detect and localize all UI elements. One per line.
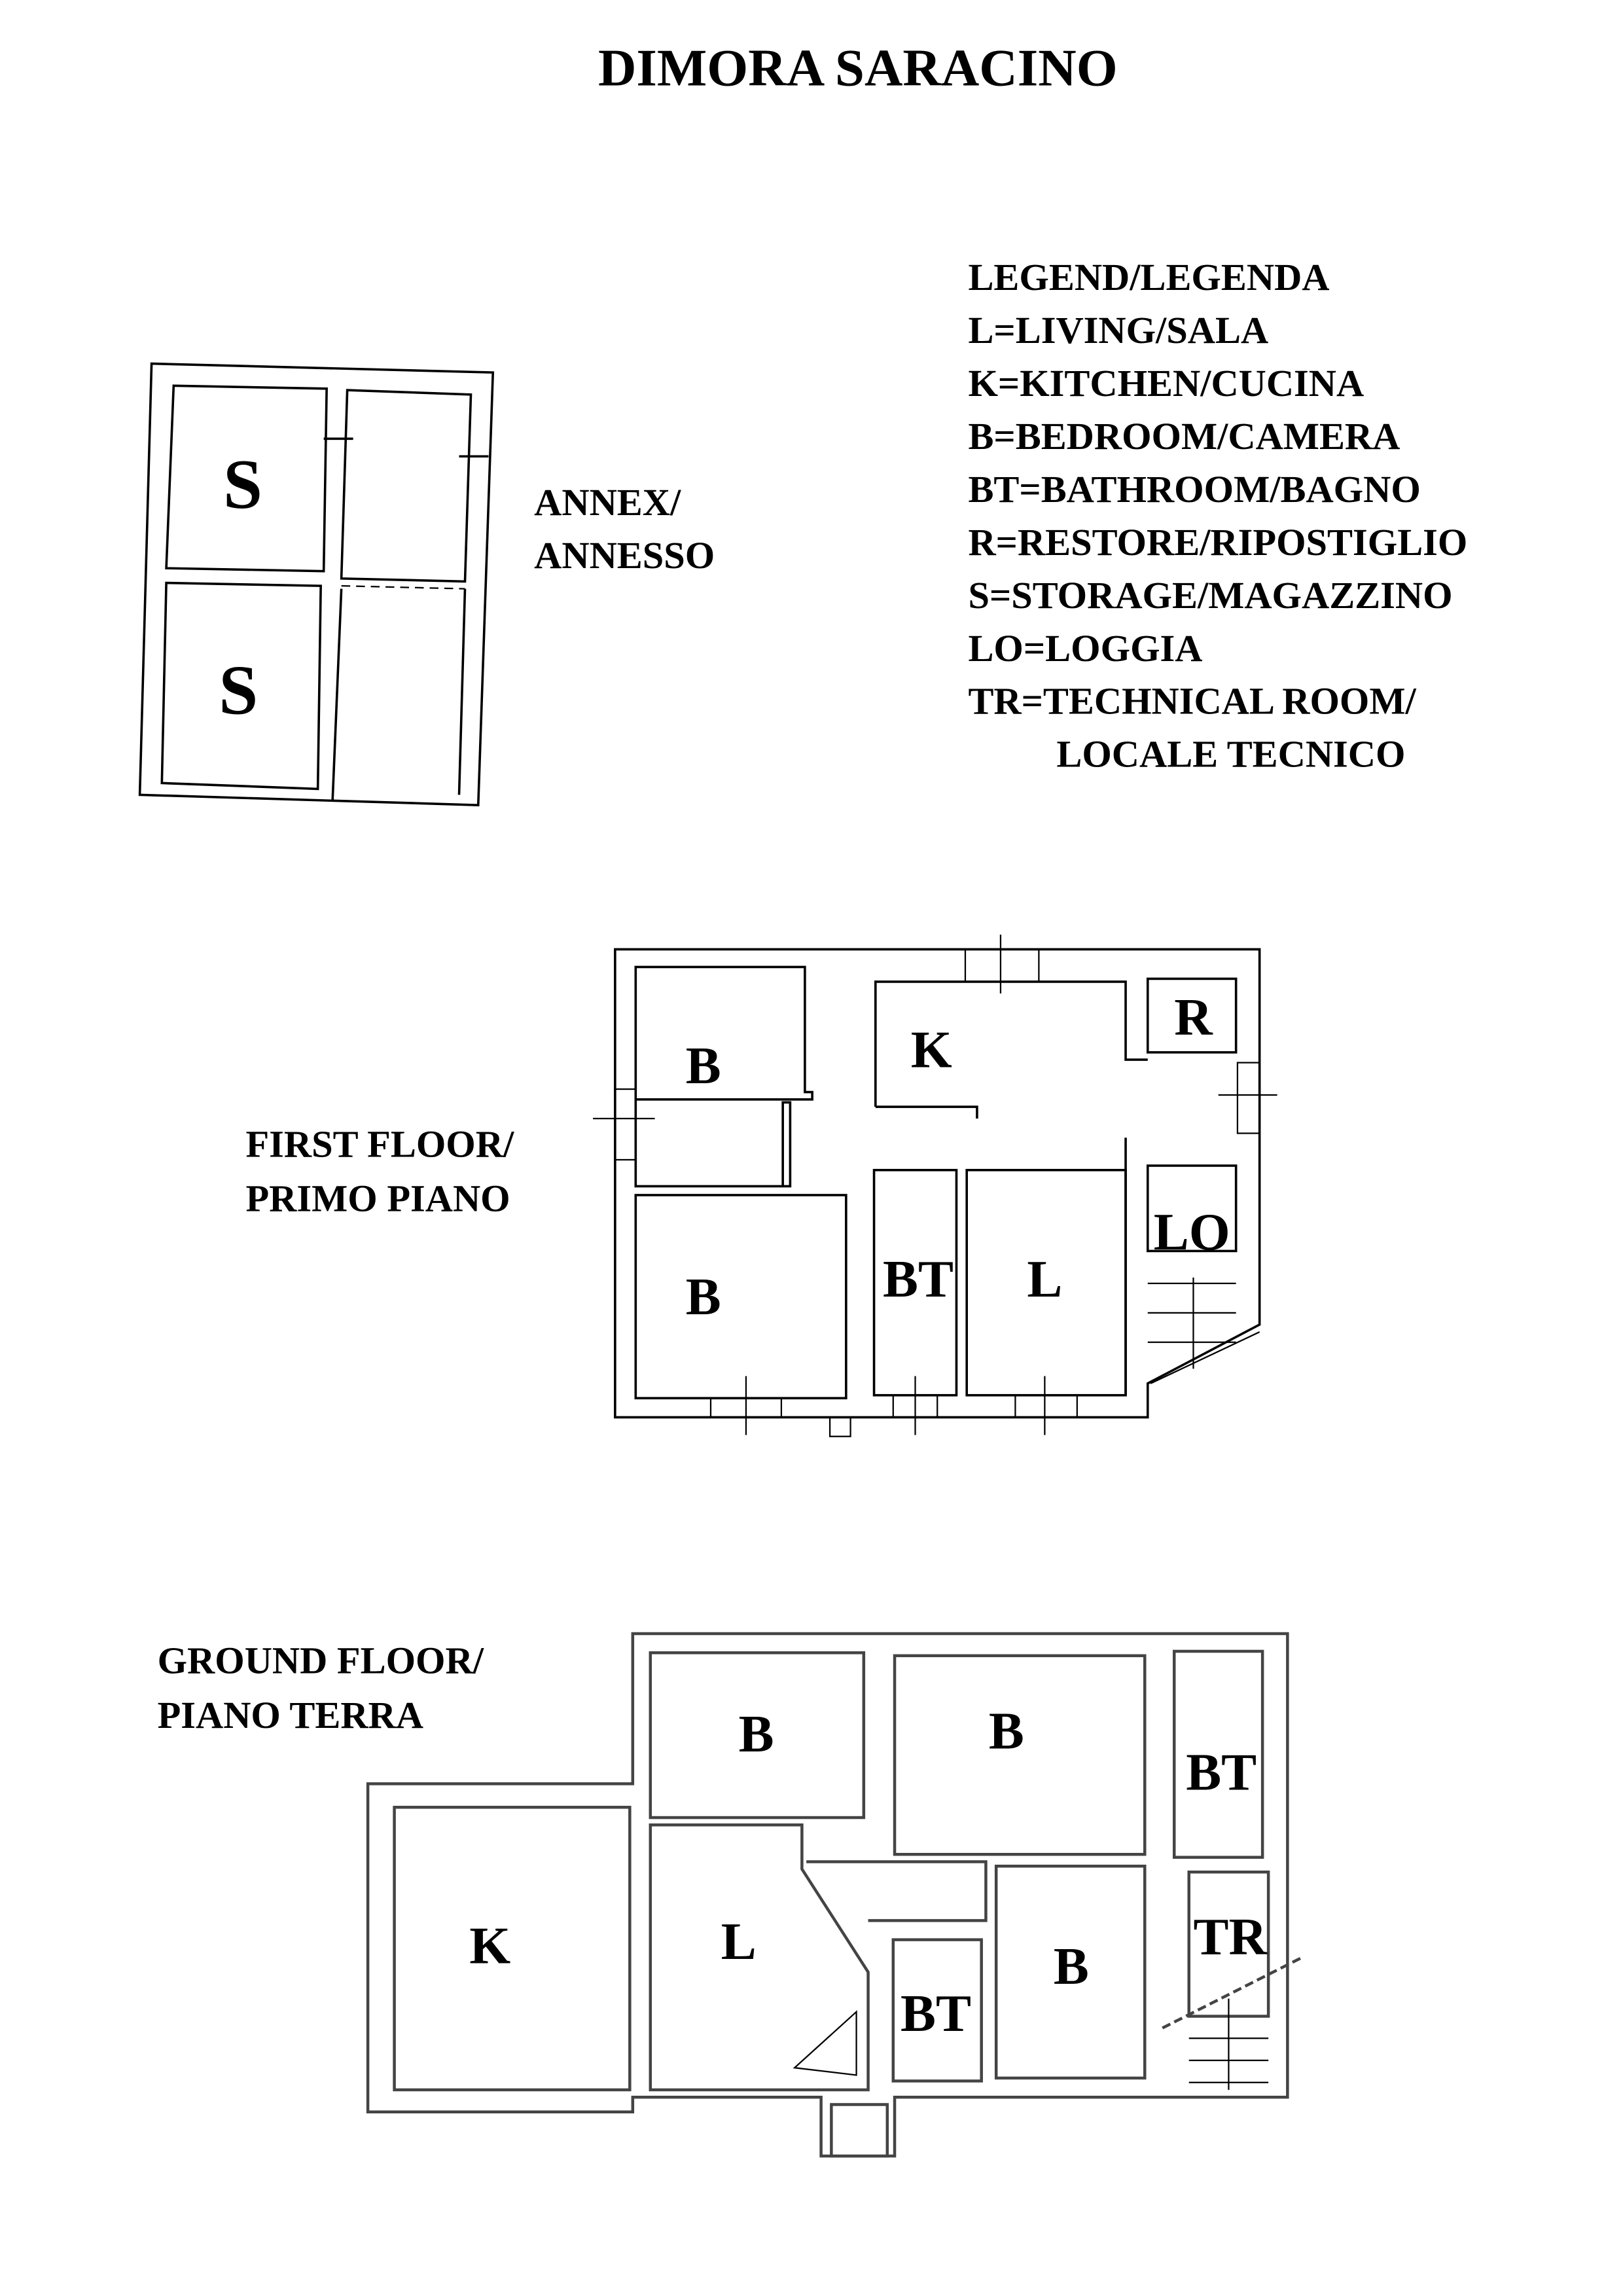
room-label: LO — [1154, 1202, 1230, 1261]
room-label: B — [739, 1704, 774, 1763]
stairs — [1162, 1956, 1303, 2090]
room-label: B — [989, 1701, 1024, 1760]
first-floor-label: FIRST FLOOR/ — [245, 1122, 514, 1165]
room-label: K — [469, 1916, 510, 1975]
room-label: L — [721, 1912, 757, 1971]
room-label: BT — [901, 1984, 971, 2043]
legend-item: BT=BATHROOM/BAGNO — [968, 468, 1420, 511]
room-label: B — [686, 1036, 721, 1095]
legend-item: TR=TECHNICAL ROOM/ — [968, 680, 1416, 723]
legend-item: R=RESTORE/RIPOSTIGLIO — [968, 521, 1467, 564]
room-label: TR — [1193, 1907, 1268, 1966]
legend-item: LOCALE TECNICO — [1056, 733, 1405, 776]
legend-item: S=STORAGE/MAGAZZINO — [968, 574, 1452, 617]
room-label: K — [911, 1020, 952, 1079]
annex-label: ANNEX/ — [534, 481, 681, 524]
window-marks — [593, 934, 1277, 1437]
stairs — [1147, 1277, 1260, 1384]
annex-label: ANNESSO — [534, 534, 715, 577]
room-label: L — [1027, 1249, 1062, 1308]
page-title: DIMORA SARACINO — [598, 39, 1118, 98]
legend-item: L=LIVING/SALA — [968, 309, 1268, 351]
room-label: R — [1174, 988, 1213, 1047]
first-floor-plan: B K R B BT L LO — [593, 934, 1277, 1437]
legend-item: B=BEDROOM/CAMERA — [968, 415, 1400, 457]
room-label: B — [686, 1267, 721, 1326]
room-label: BT — [883, 1249, 954, 1308]
ground-floor-plan: B B BT K L BT B TR — [366, 1632, 1303, 2158]
room-label: B — [1054, 1937, 1089, 1996]
annex-plan: S S — [138, 362, 495, 806]
room-label: S — [219, 652, 258, 730]
legend-item: LO=LOGGIA — [968, 627, 1202, 670]
room-label: BT — [1186, 1742, 1257, 1801]
room-label: S — [223, 446, 262, 524]
legend: LEGEND/LEGENDA L=LIVING/SALA K=KITCHEN/C… — [968, 256, 1467, 775]
ground-floor-label: PIANO TERRA — [158, 1694, 423, 1736]
legend-item: K=KITCHEN/CUCINA — [968, 362, 1364, 404]
first-floor-label: PRIMO PIANO — [245, 1177, 510, 1220]
legend-heading: LEGEND/LEGENDA — [968, 256, 1329, 298]
ground-floor-label: GROUND FLOOR/ — [158, 1640, 484, 1682]
